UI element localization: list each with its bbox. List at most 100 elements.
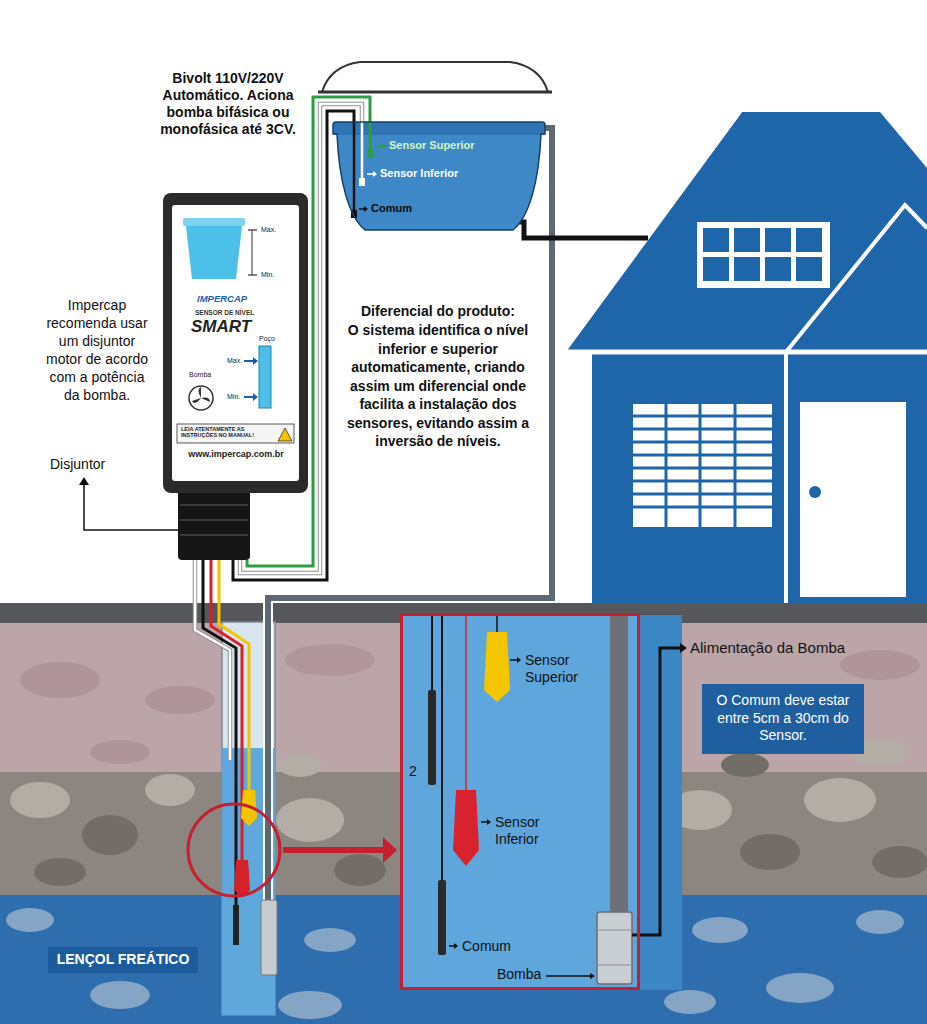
ground <box>278 753 322 777</box>
house <box>734 228 760 252</box>
controller-housing <box>183 218 245 226</box>
zoom-sensors <box>428 615 510 955</box>
tank-lid <box>322 62 548 92</box>
part-name: Disjuntor <box>50 456 105 473</box>
house <box>565 112 927 350</box>
ground <box>856 910 904 934</box>
tank-lid <box>318 62 552 92</box>
zoom-water <box>597 912 632 984</box>
ground <box>740 834 800 870</box>
water-tank-body <box>375 145 382 147</box>
sensor-label: Sensor Inferior <box>495 814 567 848</box>
zoom-water <box>597 965 632 966</box>
zoom-sensors <box>438 880 446 955</box>
ground <box>82 815 138 855</box>
level-mark: Max. <box>227 357 242 365</box>
house <box>765 257 791 281</box>
house <box>633 454 772 457</box>
water-tank-body <box>364 206 368 212</box>
water-tank-body <box>373 171 377 177</box>
ground <box>20 662 100 698</box>
zoom-callout <box>188 804 280 896</box>
tank-lid <box>318 91 552 94</box>
ground <box>334 854 386 886</box>
house <box>565 350 927 355</box>
controller-housing <box>178 490 250 560</box>
house <box>703 228 729 252</box>
leader-arrow <box>590 973 595 979</box>
ground <box>278 991 342 1019</box>
house <box>633 506 772 509</box>
ground <box>692 917 748 943</box>
house <box>633 404 772 527</box>
zoom-sensors <box>484 632 510 702</box>
tank-outline <box>333 122 545 230</box>
brand-logo: IMPERCAP <box>197 293 247 304</box>
note-box: O Comum deve estar entre 5cm a 30cm do S… <box>702 684 864 754</box>
leader-arrow <box>517 657 521 663</box>
pump-mark: Bomba <box>189 371 211 379</box>
ground <box>10 782 70 818</box>
ground <box>840 650 920 680</box>
ground <box>6 908 54 932</box>
zoom-sensors <box>465 615 467 790</box>
zoom-sensors <box>453 790 479 866</box>
water-tank-body <box>382 143 386 149</box>
water-tank-body <box>367 150 373 158</box>
pump-cable <box>632 643 687 935</box>
leader-arrow <box>449 657 595 979</box>
controller-housing <box>180 504 248 506</box>
controller-housing <box>177 424 294 443</box>
controller-housing <box>189 386 213 410</box>
sensor-label: Sensor Inferior <box>380 167 458 180</box>
controller-housing <box>180 519 248 521</box>
water-tank-body <box>359 178 365 186</box>
house <box>633 480 772 483</box>
water-tank-body <box>369 122 372 152</box>
supply-pipe <box>505 222 648 238</box>
supply-pipe <box>268 128 552 900</box>
water-tank-body <box>337 134 541 230</box>
house <box>592 352 927 603</box>
house <box>796 257 822 281</box>
ground <box>276 798 344 842</box>
zoom-sensors <box>428 690 436 785</box>
sensor-wire <box>211 560 242 860</box>
house <box>809 486 821 498</box>
house <box>665 404 668 527</box>
breaker-leader <box>79 477 89 485</box>
level-mark: Max. <box>261 226 276 234</box>
house <box>633 493 772 496</box>
zoom-water <box>610 615 628 915</box>
water-tank-body <box>333 122 545 230</box>
website: www.impercap.com.br <box>181 449 291 460</box>
house <box>560 108 927 603</box>
controller-housing <box>192 387 210 403</box>
ground <box>804 778 876 822</box>
leader-arrow <box>510 659 517 661</box>
ground <box>34 858 86 886</box>
level-controller: Max.Min.IMPERCAPSENSOR DE NÍVELSMARTPoço… <box>163 193 308 560</box>
controller-housing <box>186 226 242 279</box>
ground <box>145 686 215 714</box>
house <box>734 257 760 281</box>
leader-arrow <box>454 943 458 949</box>
supply-pipe <box>268 128 552 900</box>
sensor-label: Comum <box>371 202 412 215</box>
spec-note: Bivolt 110V/220V Automático. Aciona bomb… <box>152 70 304 138</box>
sensor-label: Comum <box>462 938 511 955</box>
warning-note: LEIA ATENTAMENTE AS INSTRUÇÕES NO MANUAL… <box>181 426 273 438</box>
house <box>697 222 830 288</box>
house <box>765 228 791 252</box>
house <box>633 404 772 527</box>
house <box>703 228 822 281</box>
controller-housing <box>172 205 299 481</box>
water-tank-body <box>353 122 356 212</box>
water-tank-body <box>359 208 364 210</box>
ground <box>0 603 927 1024</box>
product-name: SMART <box>191 317 251 337</box>
house <box>633 415 772 418</box>
controller-housing <box>278 428 292 441</box>
leader-arrow <box>449 945 454 947</box>
